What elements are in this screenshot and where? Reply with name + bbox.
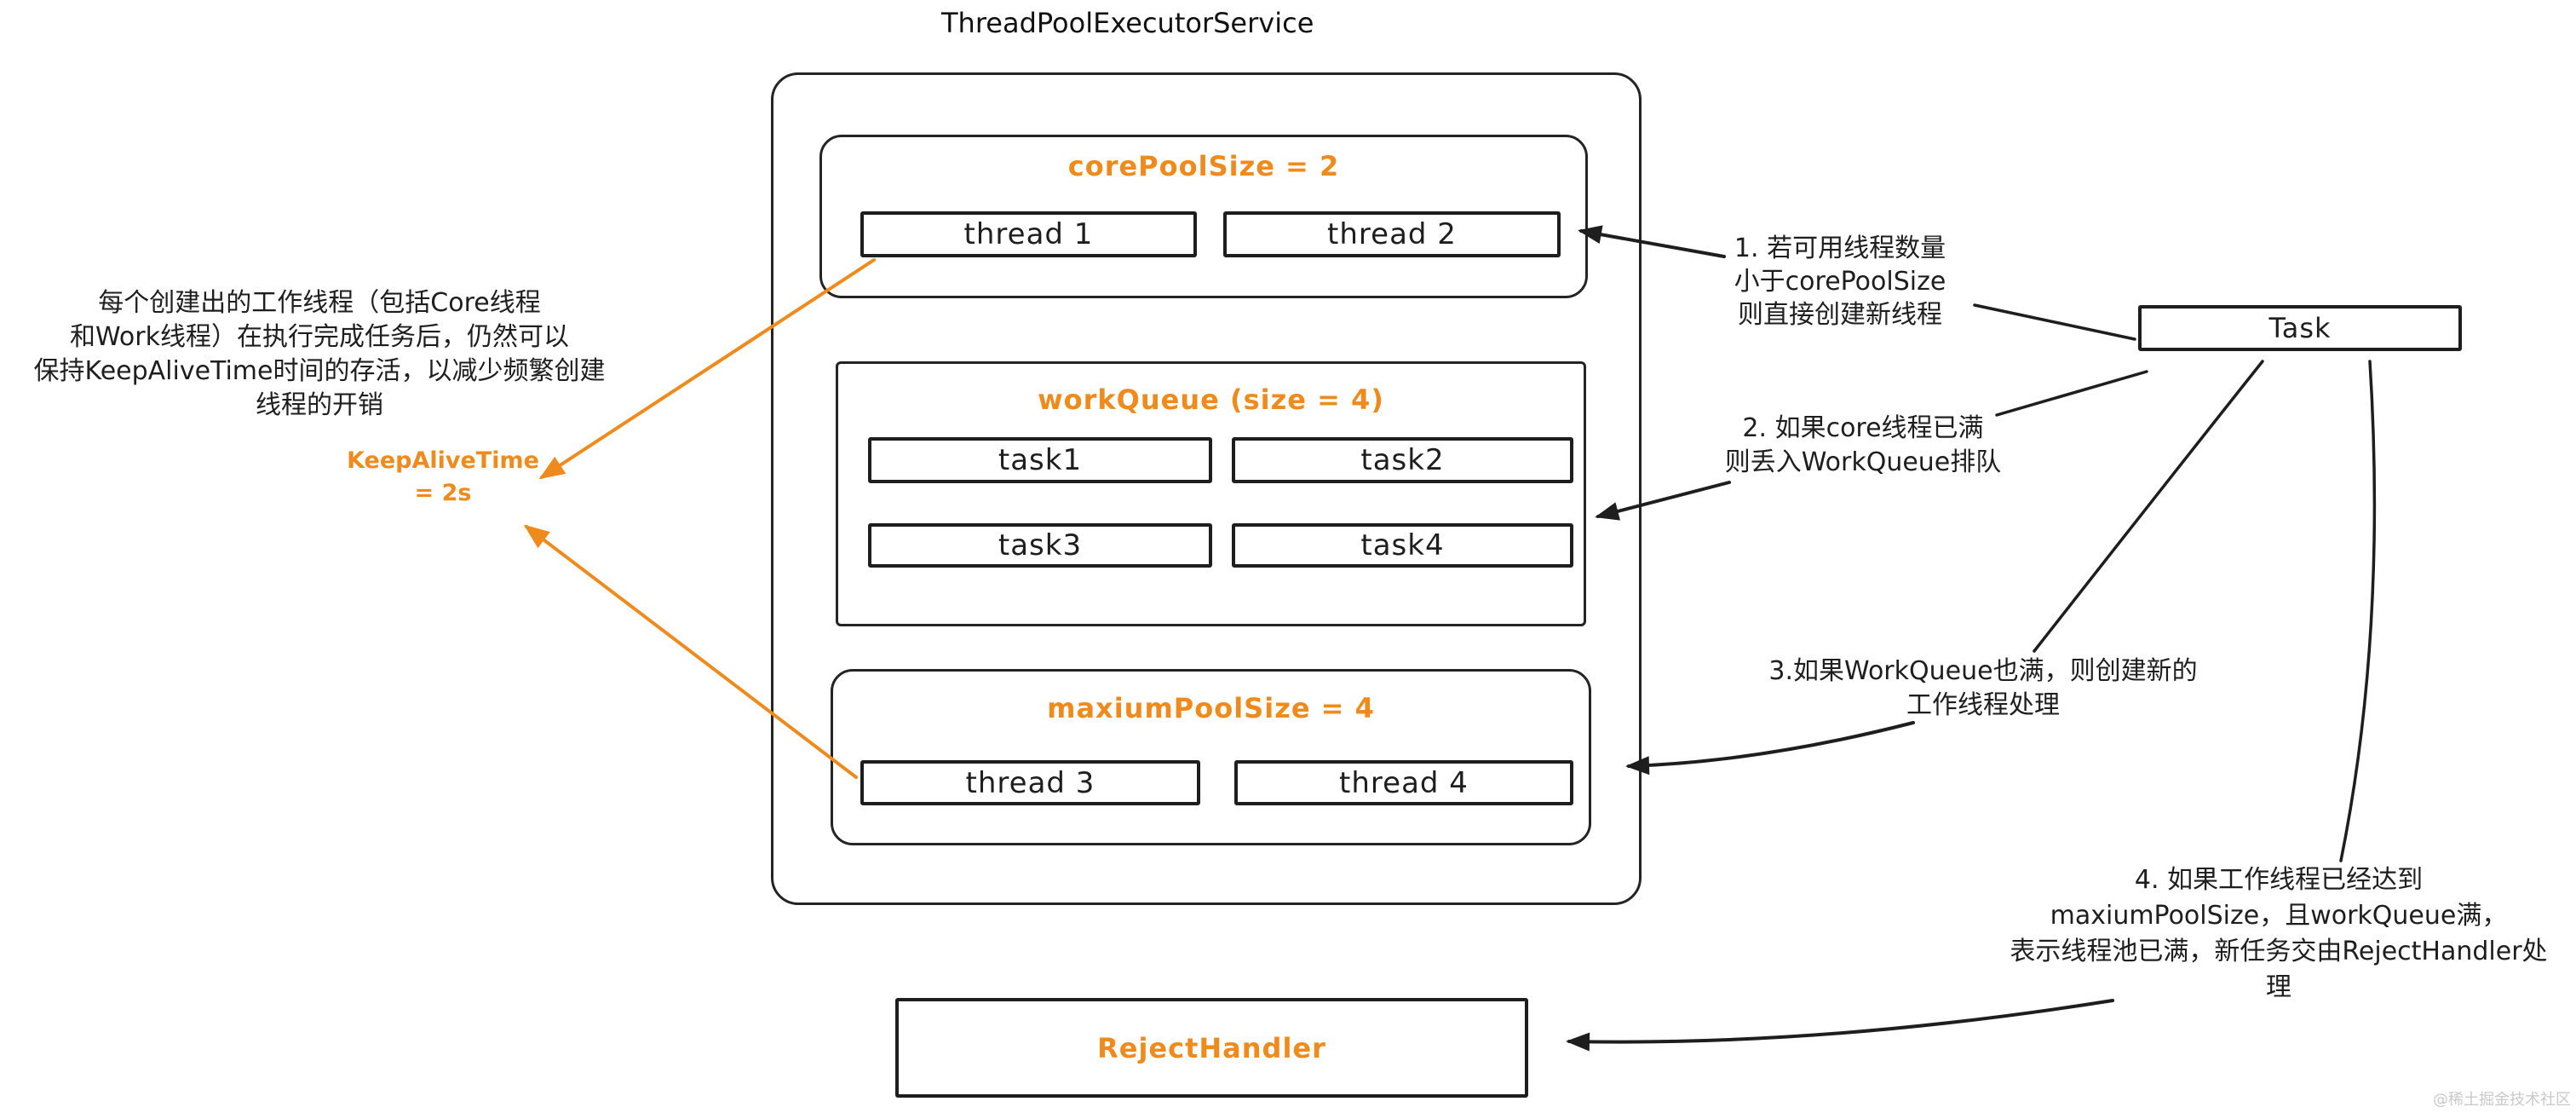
keep-alive-line1: KeepAliveTime [347,447,539,474]
keep-alive-paragraph: 每个创建出的工作线程（包括Core线程 和Work线程）在执行完成任务后，仍然可… [26,286,613,423]
annotation-line: 工作线程处理 [1906,690,2060,720]
task-3-box: task3 [868,523,1212,568]
thread-4-box: thread 4 [1234,760,1573,805]
line-task-to-step4 [2339,360,2377,862]
annotation-line: 3.如果WorkQueue也满，则创建新的 [1768,656,2198,686]
keep-alive-line2: = 2s [414,480,472,506]
task-4-box: task4 [1232,523,1573,568]
annotation-line: 1. 若可用线程数量 [1734,234,1946,263]
paragraph-line: 保持KeepAliveTime时间的存活，以减少频繁创建 [33,356,606,386]
thread-2-box: thread 2 [1223,211,1561,257]
annotation-line: 小于corePoolSize [1734,267,1946,297]
keep-alive-note: KeepAliveTime = 2s [315,445,571,510]
arrow-step4-to-rejecthandler [1566,999,2114,1052]
work-queue-label: workQueue (size = 4) [1038,383,1384,416]
paragraph-line: 和Work线程）在执行完成任务后，仍然可以 [70,322,569,352]
reject-handler-box: RejectHandler [895,998,1528,1098]
annotation-line: 则直接创建新线程 [1738,300,1942,330]
annotation-line: maxiumPoolSize，且workQueue满， [2050,901,2508,931]
watermark: @稀土掘金技术社区 [2433,1091,2571,1109]
annotation-step1: 1. 若可用线程数量 小于corePoolSize 则直接创建新线程 [1670,232,2010,332]
line-task-to-step2 [1995,370,2148,417]
task-1-box: task1 [868,437,1212,483]
arrow-step3-to-maxpool [1625,721,1915,776]
annotation-step2: 2. 如果core线程已满 则丢入WorkQueue排队 [1671,412,2055,480]
thread-1-box: thread 1 [860,211,1197,257]
max-pool-label: maxiumPoolSize = 4 [1047,692,1375,724]
work-queue-group [836,361,1586,626]
task-2-box: task2 [1232,437,1573,483]
annotation-line: 则丢入WorkQueue排队 [1724,447,2002,477]
paragraph-line: 线程的开销 [256,390,383,420]
diagram-title: ThreadPoolExecutorService [941,7,1314,39]
annotation-step4: 4. 如果工作线程已经达到 maxiumPoolSize，且workQueue满… [1985,862,2573,1006]
task-source-box: Task [2138,305,2462,351]
paragraph-line: 每个创建出的工作线程（包括Core线程 [98,288,541,318]
thread-3-box: thread 3 [860,760,1200,805]
core-pool-label: corePoolSize = 2 [1067,150,1340,182]
annotation-line: 表示线程池已满，新任务交由RejectHandler处 [2010,937,2548,966]
core-pool-group [819,135,1588,298]
annotation-line: 理 [2266,972,2291,1002]
line-task-to-step3 [2033,360,2264,653]
annotation-line: 4. 如果工作线程已经达到 [2134,865,2424,895]
annotation-step3: 3.如果WorkQueue也满，则创建新的 工作线程处理 [1728,655,2239,723]
annotation-line: 2. 如果core线程已满 [1742,413,1984,443]
